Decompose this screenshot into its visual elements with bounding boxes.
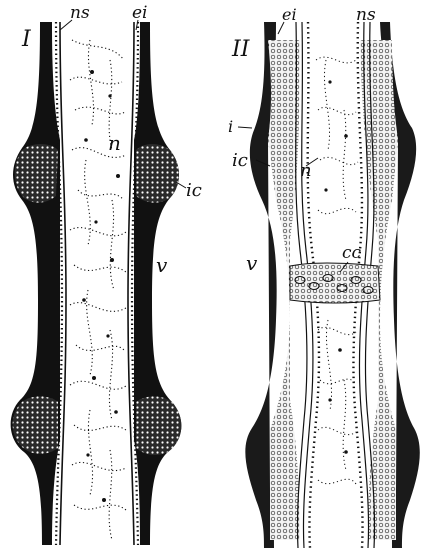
panel-II-leader-i (238, 127, 252, 128)
panel-I-leader-ic (176, 182, 186, 188)
panel-I-label-ic: ic (186, 180, 202, 201)
panel-I-right-sheath (134, 22, 181, 545)
panel-I-reticulum (70, 40, 126, 540)
panel-I-leader-ns (60, 20, 72, 30)
panel-II-label-v: v (246, 251, 258, 275)
panel-II-numeral: II (231, 37, 251, 62)
panel-I-right-node-tissue-lower (136, 396, 181, 455)
panel-II-leader-ei (278, 22, 284, 34)
panel-II-label-ns: ns (356, 5, 376, 25)
panel-I-left-sheath (11, 22, 60, 545)
panel-I-label-n: n (108, 131, 121, 155)
panel-I-right-node-tissue (136, 144, 179, 203)
panel-I: I ns ei n ic v (11, 3, 202, 545)
panel-II: II ei ns i ic n v cc (228, 5, 420, 548)
panel-II-label-ei: ei (282, 5, 297, 24)
panel-II-label-cc: cc (342, 243, 362, 263)
panel-I-left-node-tissue (15, 144, 58, 203)
panel-I-numeral: I (21, 27, 32, 52)
panel-I-label-ei: ei (132, 3, 148, 23)
panel-II-label-ic: ic (232, 150, 248, 171)
panel-I-label-v: v (156, 253, 168, 277)
panel-II-label-i: i (228, 117, 233, 136)
panel-I-label-ns: ns (70, 3, 90, 23)
